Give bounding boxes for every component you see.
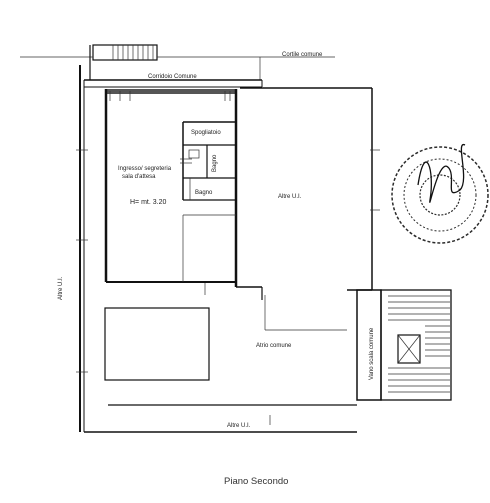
label-altre-right: Altre U.I. (278, 194, 302, 200)
label-bagno-vertical: Bagno (212, 154, 218, 172)
plan-title: Piano Secondo (224, 476, 288, 487)
staircase-icon (388, 295, 450, 393)
stamp-seal-icon (391, 146, 489, 244)
label-corridoio: Corridoio Comune (148, 74, 197, 80)
label-cortile: Cortile comune (282, 52, 323, 58)
signature-icon (417, 144, 466, 203)
cortile-boundary (20, 45, 335, 80)
elevator-icon (397, 334, 421, 364)
corridor-rail (109, 91, 231, 101)
dimension-ticks (76, 149, 380, 425)
top-staircase-icon (92, 44, 158, 61)
label-ingresso-2: sala d'attesa (122, 174, 156, 180)
label-bagno: Bagno (195, 190, 213, 196)
label-ingresso-1: Ingresso/ segreteria (118, 166, 172, 172)
label-altezza: H= mt. 3.20 (130, 199, 166, 206)
building-perimeter (79, 65, 373, 433)
label-altre-left: Altre U.I. (58, 276, 64, 300)
unit-walls (104, 89, 262, 288)
label-spogliatoio: Spogliatoio (191, 130, 221, 136)
label-altre-bottom: Altre U.I. (227, 423, 251, 429)
label-vano-scala: Vano scala comune (369, 327, 375, 380)
label-atrio: Atrio comune (256, 343, 292, 349)
atrio-area (104, 287, 372, 381)
stair-well (356, 289, 452, 401)
